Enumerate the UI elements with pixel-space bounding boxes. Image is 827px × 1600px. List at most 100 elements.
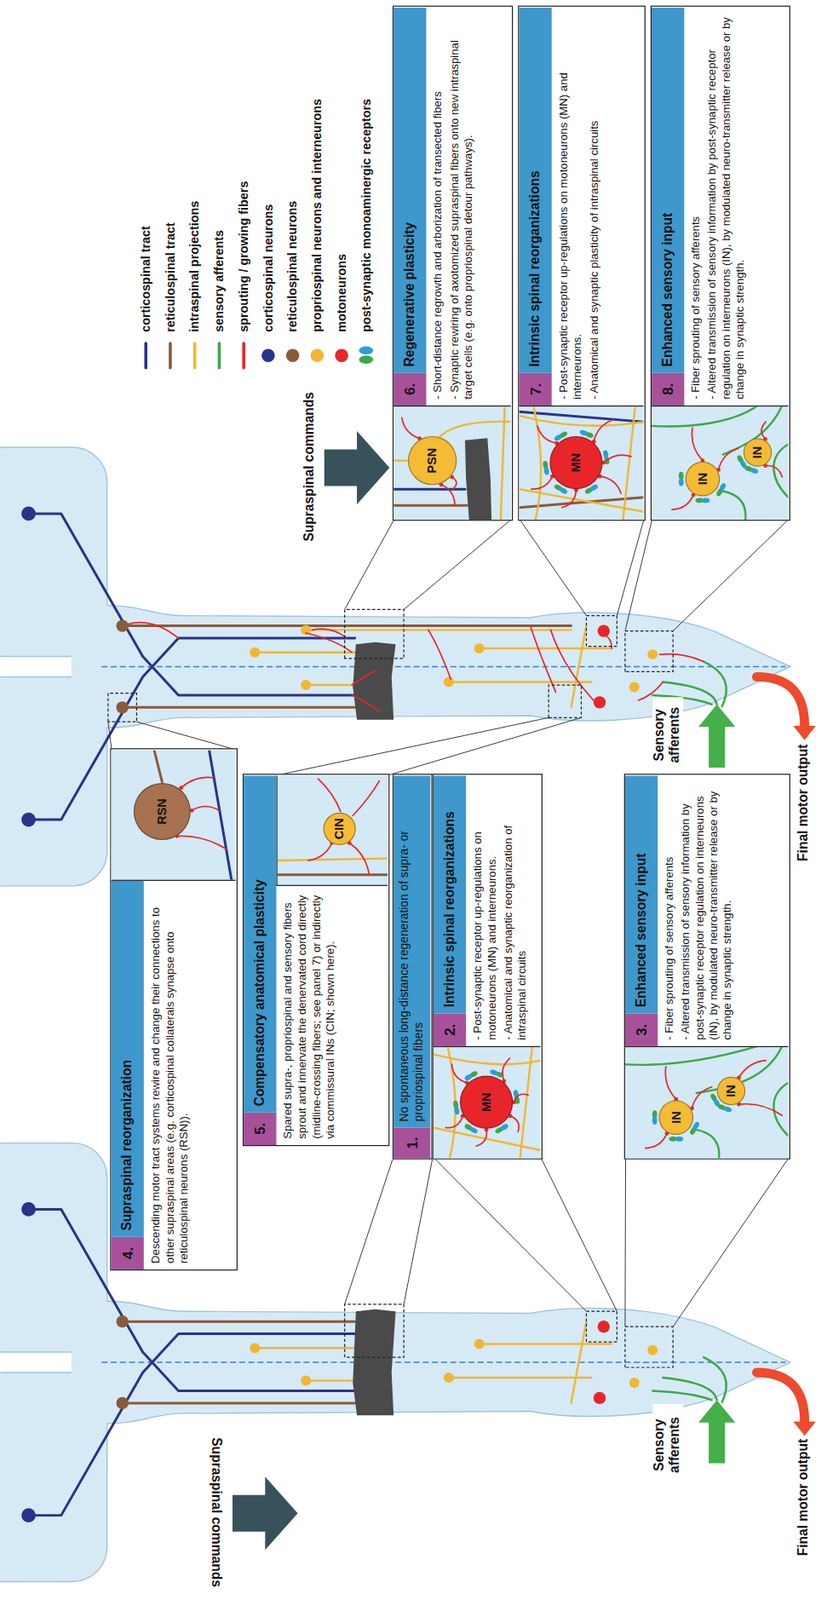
sensory-fiber	[651, 405, 759, 426]
zoom-leader-line	[433, 1157, 586, 1311]
sensory-fiber	[773, 1082, 788, 1136]
legend-entry: reticulospinal tract	[160, 222, 180, 371]
neuron-circle: IN	[717, 1076, 747, 1106]
output-label: Final motor output	[796, 1437, 812, 1595]
zoom-leader-line	[403, 1159, 433, 1304]
motoneuron	[593, 1391, 606, 1404]
sprouting-fiber	[645, 1132, 667, 1148]
legend-line	[241, 343, 246, 368]
sensory-afferent	[703, 660, 727, 707]
sprouting-fiber	[531, 476, 553, 489]
panel-number-box: 8.	[651, 373, 684, 406]
legend-sample	[234, 339, 253, 371]
neuron-label: IN	[750, 446, 765, 459]
panel-text: - Anatomical and synaptic reorganization…	[500, 781, 529, 1040]
legend-receptor	[358, 346, 374, 356]
neuron-circle: IN	[658, 1099, 694, 1135]
monoaminergic-receptor	[675, 1136, 684, 1142]
reticulospinal-tract	[122, 1320, 356, 1323]
reticulospinal-fiber	[393, 504, 467, 507]
panel-number: 2.	[441, 1023, 458, 1036]
reticulospinal-tract	[122, 706, 356, 709]
sprouting-fiber	[177, 835, 227, 850]
sprouting-fiber	[513, 1093, 529, 1102]
legend-sample	[258, 339, 278, 371]
panel-body: Descending motor tract systems rewire an…	[149, 886, 194, 1264]
propriospinal-neuron	[300, 679, 311, 690]
neuron-circle: CIN	[323, 812, 357, 845]
legend-sample	[308, 339, 328, 371]
sensory-arrow	[698, 704, 736, 768]
neuron-label: MN	[479, 1092, 494, 1112]
panel-number-box: 3.	[625, 1013, 658, 1046]
panel-body: - Post-synaptic receptor up-regulations …	[470, 781, 532, 1040]
corticospinal-tract	[28, 1333, 356, 1516]
motoneuron	[593, 695, 606, 708]
legend-line	[143, 343, 148, 368]
panel-title-bar: Supraspinal reorganization	[111, 880, 144, 1237]
panel-number: 7.	[527, 383, 544, 396]
legend-line	[218, 343, 222, 368]
pathway-label: Sensory afferents	[652, 696, 684, 773]
propriospinal-neuron	[474, 643, 485, 654]
panel-body: - Fiber sprouting of sensory afferents- …	[662, 781, 737, 1040]
intraspinal-projection	[305, 1378, 355, 1381]
monoaminergic-receptor	[678, 477, 684, 487]
intraspinal-projection	[254, 651, 355, 654]
neuron-label: PSN	[424, 447, 440, 474]
sprouting-fiber	[530, 625, 557, 693]
panel-box: 2. Intrinsic spinal reorganizations- Post…	[432, 773, 543, 1160]
legend-entry: post-synaptic monoaminergic receptors	[356, 98, 376, 371]
legend-text: corticospinal tract	[138, 225, 154, 333]
neuron-circle: MN	[549, 436, 603, 489]
sprouting-fiber	[351, 694, 380, 712]
panel-title: Compensatory anatomical plasticity	[252, 878, 269, 1106]
spinal-cord-outline	[107, 1300, 791, 1362]
corticospinal-neuron	[21, 506, 36, 522]
neuron-circle: PSN	[407, 436, 457, 485]
sprouting-fiber	[351, 670, 376, 685]
panel-box: 3.Enhanced sensory input- Fiber sproutin…	[624, 773, 791, 1160]
panel-title-bar: Intrinsic spinal reorganizations	[433, 775, 466, 1014]
sprouting-fiber	[191, 806, 219, 811]
panel-title-bar: Intrinsic spinal reorganizations	[518, 7, 552, 374]
zoom-leader-line	[519, 518, 586, 615]
zoom-leader-line	[625, 518, 653, 631]
legend-entry: intraspinal projections	[185, 201, 205, 372]
corticospinal-neuron	[21, 812, 36, 827]
sprouting-fiber	[402, 417, 420, 438]
monoaminergic-receptor	[489, 1068, 500, 1076]
zoom-leader-line	[388, 717, 582, 776]
panel-number-box: 2.	[433, 1013, 466, 1046]
panel-illustration	[625, 1045, 789, 1159]
panel-number: 4.	[119, 1246, 136, 1259]
panel-body: - Short-distance regrowth and arborizati…	[430, 13, 477, 400]
zoom-leader-line	[672, 518, 789, 631]
sprouting-fiber	[691, 1086, 712, 1109]
monoaminergic-receptor	[718, 482, 728, 492]
zoom-box	[344, 608, 404, 658]
sprouting-fiber	[441, 484, 455, 506]
motor-output-arrow	[756, 676, 805, 725]
intraspinal-projection	[479, 1342, 613, 1344]
sensory-afferent	[652, 1390, 712, 1401]
sprouting-fiber	[428, 629, 451, 678]
panel-box: 1.No spontaneous long-distance regenerat…	[392, 773, 433, 1160]
legend-sample	[332, 339, 351, 371]
neuron-label: IN	[668, 1110, 684, 1123]
legend-text: propriospinal neurons and interneurons	[310, 98, 325, 333]
intraspinal-projection	[479, 647, 613, 649]
propriospinal-neuron	[249, 647, 260, 658]
legend-entry: reticulospinal neurons	[283, 201, 303, 372]
panel-number: 3.	[633, 1023, 650, 1036]
monoaminergic-receptor	[701, 497, 711, 503]
legend-text: post-synaptic monoaminergic receptors	[358, 98, 374, 333]
sensory-fiber	[723, 491, 747, 521]
panel-text: - Post-synaptic receptor up-regulations …	[470, 781, 500, 1040]
zoom-box	[625, 1326, 673, 1367]
zoom-box	[585, 615, 617, 647]
zoom-indicators	[108, 518, 789, 1367]
legend-text: reticulospinal tract	[163, 222, 179, 333]
propriospinal-neuron	[300, 1375, 311, 1386]
neuron-label: CIN	[332, 817, 347, 839]
